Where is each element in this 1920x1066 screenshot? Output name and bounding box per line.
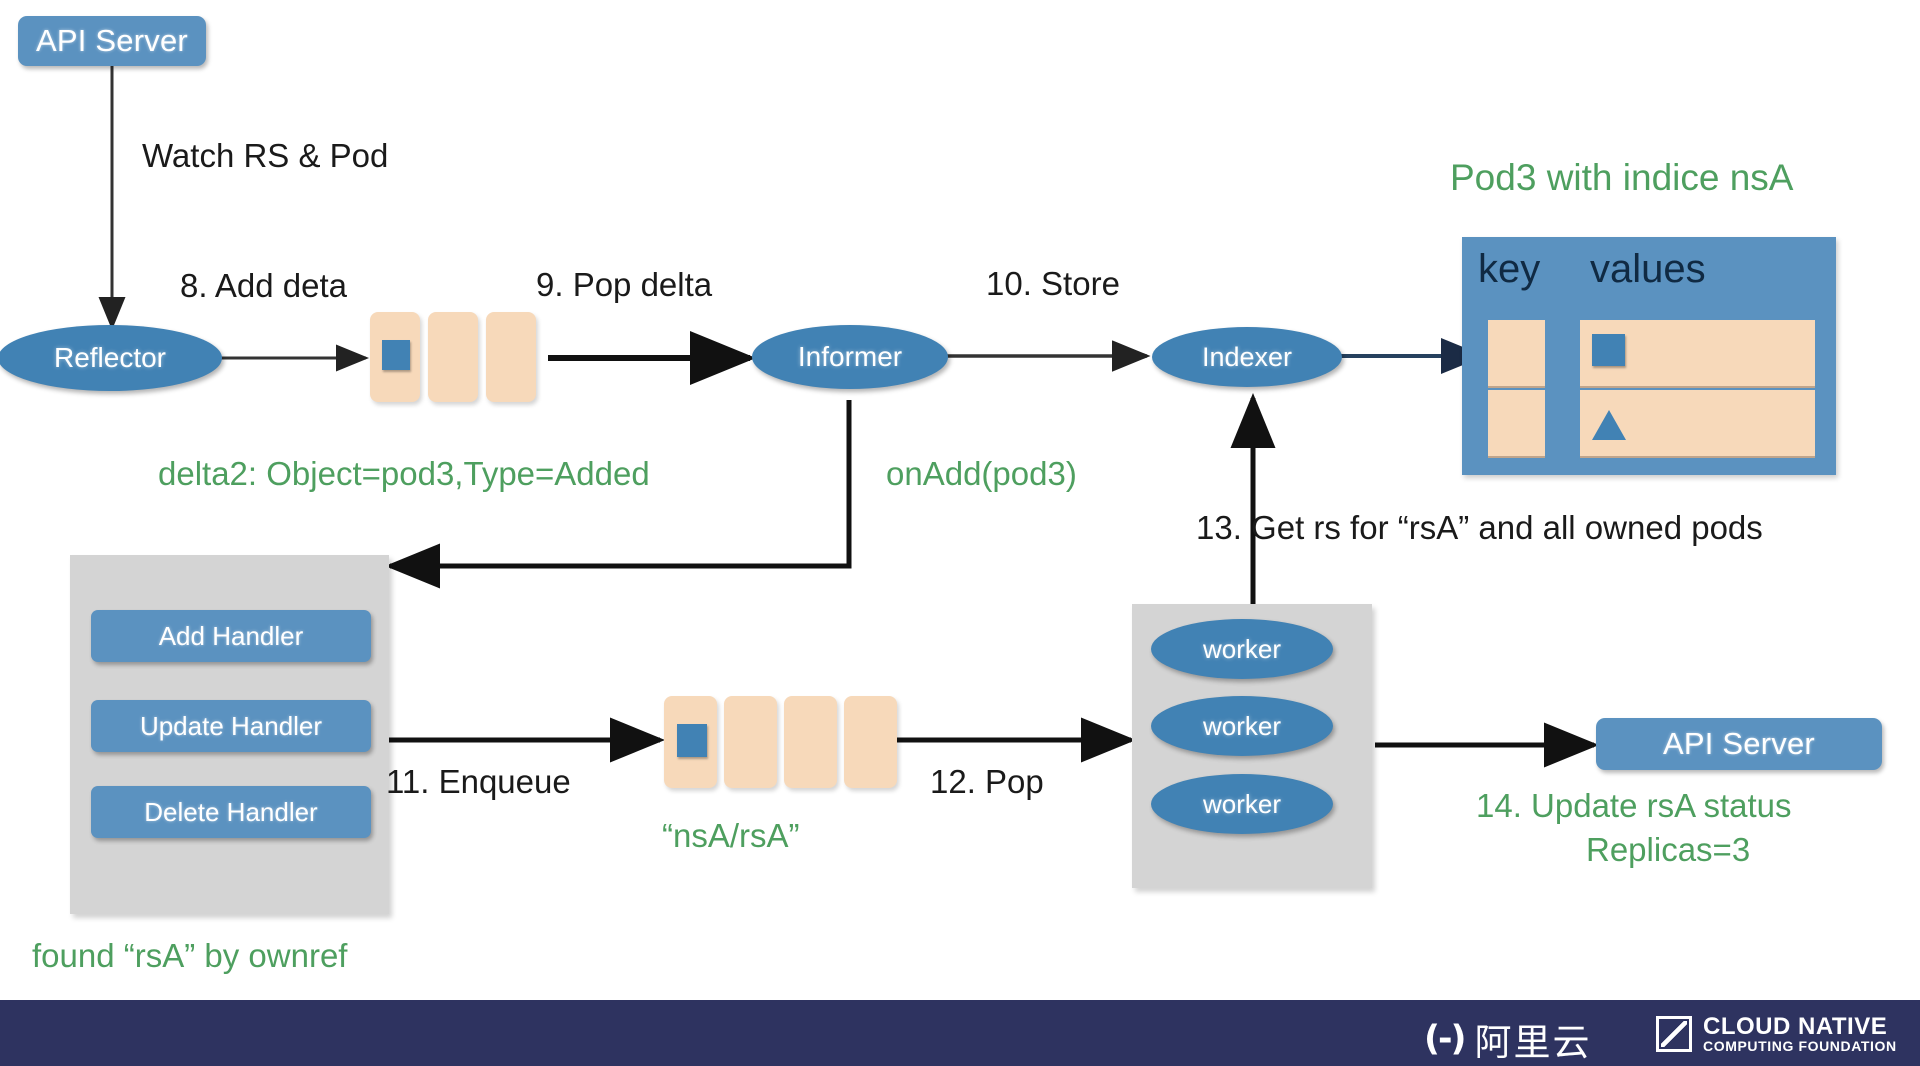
work-marker-square xyxy=(677,724,707,757)
node-api-server-bottom[interactable]: API Server xyxy=(1596,718,1882,770)
node-label: worker xyxy=(1202,788,1281,819)
edge-label-step8: 8. Add deta xyxy=(180,267,347,304)
work-queue-card[interactable] xyxy=(844,696,897,788)
index-table-key-cell xyxy=(1488,390,1545,458)
cncf-wordmark: CLOUD NATIVE COMPUTING FOUNDATION xyxy=(1703,1013,1897,1054)
node-indexer[interactable]: Indexer xyxy=(1152,327,1342,387)
cncf-line2: COMPUTING FOUNDATION xyxy=(1703,1038,1897,1054)
handler-add[interactable]: Add Handler xyxy=(91,610,371,662)
annotation-step14-line1: 14. Update rsA status xyxy=(1476,787,1792,824)
node-informer[interactable]: Informer xyxy=(752,325,948,389)
node-label: Indexer xyxy=(1201,341,1293,372)
node-worker[interactable]: worker xyxy=(1151,774,1333,834)
cncf-line1: CLOUD NATIVE xyxy=(1703,1013,1888,1040)
annotation-found-rsa: found “rsA” by ownref xyxy=(32,937,348,974)
index-table-value-cell xyxy=(1756,390,1815,458)
annotation-queue-item: “nsA/rsA” xyxy=(662,817,800,854)
index-table-value-cell xyxy=(1580,390,1639,458)
node-label: worker xyxy=(1202,710,1281,741)
node-api-server-top[interactable]: API Server xyxy=(18,16,206,66)
aliyun-mark-icon: (-) xyxy=(1424,1019,1467,1059)
footer-bar: (-) 阿里云 CLOUD NATIVE COMPUTING FOUNDATIO… xyxy=(0,1000,1920,1066)
node-label: API Server xyxy=(1663,726,1815,761)
delta-queue-card[interactable] xyxy=(428,312,478,402)
edge-label-step12: 12. Pop xyxy=(930,763,1044,800)
node-label: Reflector xyxy=(53,342,167,373)
aliyun-name: 阿里云 xyxy=(1474,1021,1592,1064)
annotation-delta2: delta2: Object=pod3,Type=Added xyxy=(158,455,650,492)
workers-box: worker worker worker xyxy=(1132,604,1372,888)
index-table-key-cell xyxy=(1488,320,1545,388)
index-table-value-cell xyxy=(1697,320,1756,388)
index-table-value-cell xyxy=(1639,320,1697,388)
event-handlers-box: Add Handler Update Handler Delete Handle… xyxy=(70,555,389,914)
handler-label: Update Handler xyxy=(139,710,323,741)
cncf-mark-icon xyxy=(1656,1016,1692,1052)
index-table: key values xyxy=(1462,237,1836,475)
cncf-logo: CLOUD NATIVE COMPUTING FOUNDATION xyxy=(1656,1015,1897,1053)
node-label: API Server xyxy=(36,23,188,58)
edge-label-step13: 13. Get rs for “rsA” and all owned pods xyxy=(1196,509,1763,546)
edge-label-step11: 11. Enqueue xyxy=(386,763,571,800)
handler-label: Delete Handler xyxy=(144,796,318,827)
work-queue-card[interactable] xyxy=(784,696,837,788)
annotation-pod3-indice: Pod3 with indice nsA xyxy=(1450,157,1794,198)
aliyun-logo: (-) 阿里云 xyxy=(1424,1012,1592,1066)
index-table-value-cell xyxy=(1580,320,1639,388)
index-table-header-values: values xyxy=(1590,247,1706,291)
edge-label-watch: Watch RS & Pod xyxy=(142,137,389,174)
value-marker-triangle xyxy=(1592,410,1626,440)
node-worker[interactable]: worker xyxy=(1151,696,1333,756)
delta-marker-square xyxy=(382,340,410,370)
index-table-header-key: key xyxy=(1478,247,1541,291)
delta-queue-card[interactable] xyxy=(370,312,420,402)
work-queue-card[interactable] xyxy=(724,696,777,788)
annotation-onadd: onAdd(pod3) xyxy=(886,455,1077,492)
node-label: Informer xyxy=(797,341,903,372)
edge-label-step9: 9. Pop delta xyxy=(536,266,713,303)
delta-queue-card[interactable] xyxy=(486,312,536,402)
index-table-value-cell xyxy=(1639,390,1697,458)
handler-delete[interactable]: Delete Handler xyxy=(91,786,371,838)
annotation-step14-line2: Replicas=3 xyxy=(1586,831,1751,868)
value-marker-square xyxy=(1592,334,1625,366)
node-reflector[interactable]: Reflector xyxy=(0,325,222,391)
work-queue-card[interactable] xyxy=(664,696,717,788)
handler-label: Add Handler xyxy=(158,620,304,651)
index-table-value-cell xyxy=(1697,390,1756,458)
edge-label-step10: 10. Store xyxy=(986,265,1120,302)
index-table-value-cell xyxy=(1756,320,1815,388)
node-label: worker xyxy=(1202,633,1281,664)
handler-update[interactable]: Update Handler xyxy=(91,700,371,752)
node-worker[interactable]: worker xyxy=(1151,619,1333,679)
